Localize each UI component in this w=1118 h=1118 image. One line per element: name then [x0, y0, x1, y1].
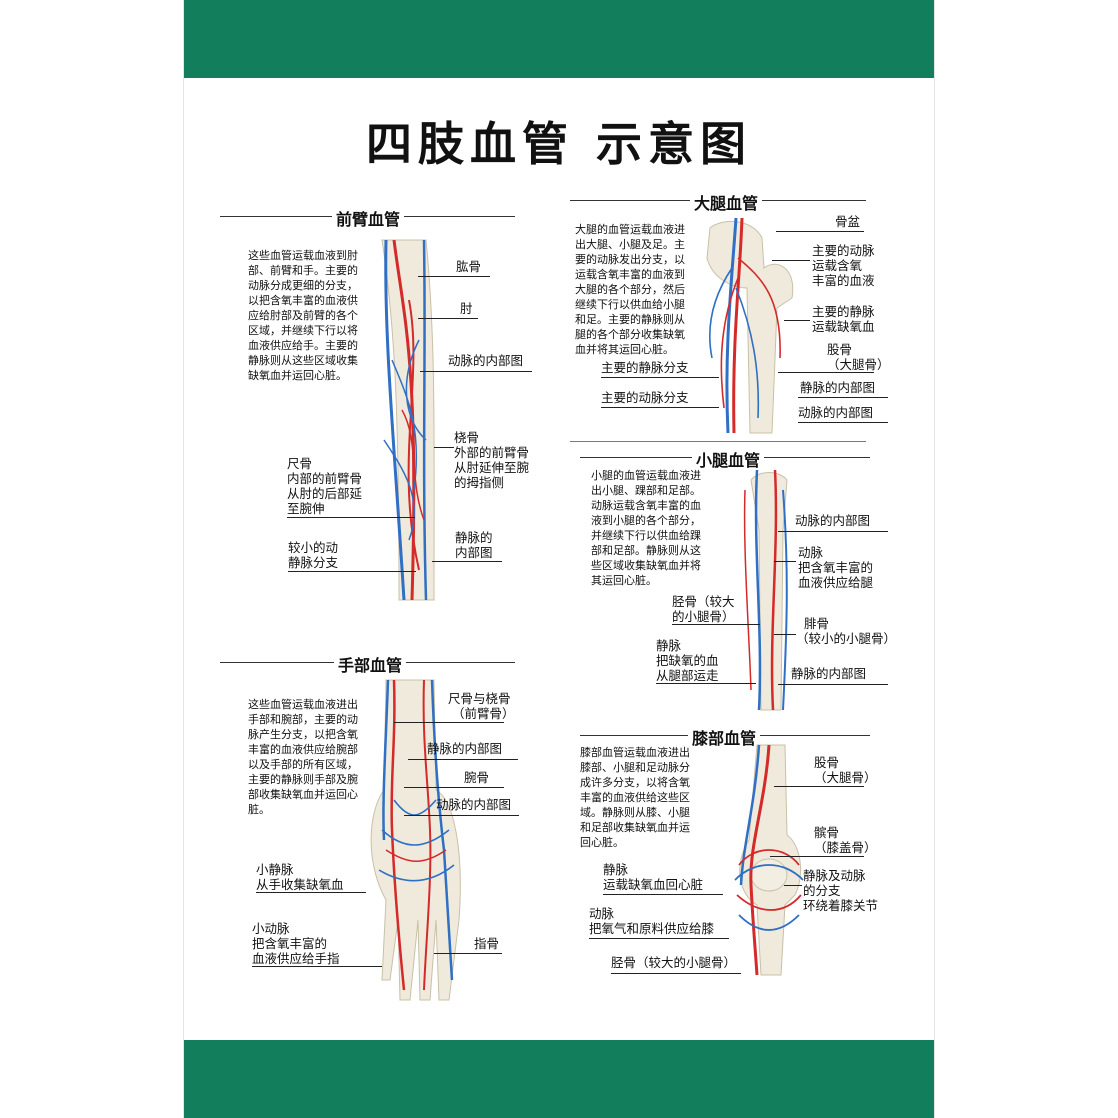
thigh-figure	[706, 217, 794, 434]
calf-leader	[778, 684, 888, 685]
knee-heading: 膝部血管	[688, 725, 761, 749]
hand-figure	[370, 679, 461, 1001]
calf-label-artery: 动脉把含氧丰富的血液供应给腿	[798, 545, 874, 590]
calf-label-artery-interior: 动脉的内部图	[795, 513, 871, 528]
knee-label-patella: 髌骨（膝盖骨）	[814, 825, 877, 855]
hand-label-carpals: 腕骨	[464, 770, 490, 785]
hand-leader	[404, 787, 504, 788]
forearm-label-small-branches: 较小的动静脉分支	[288, 540, 339, 570]
thigh-leader	[798, 397, 888, 398]
forearm-label-humerus: 肱骨	[456, 259, 482, 274]
calf-heading: 小腿血管	[692, 447, 765, 471]
forearm-leader	[288, 571, 416, 572]
hand-leader	[256, 892, 366, 893]
knee-label-artery: 动脉把氧气和原料供应给膝	[589, 906, 715, 936]
calf-label-vein-interior: 静脉的内部图	[791, 666, 867, 681]
thigh-description: 大腿的血管运载血液进出大腿、小腿及足。主要的动脉发出分支，以运载含氧丰富的血液到…	[575, 223, 685, 356]
forearm-leader	[420, 371, 532, 372]
top-band	[184, 0, 934, 78]
forearm-leader	[418, 318, 478, 319]
hand-label-small-arteries: 小动脉把含氧丰富的血液供应给手指	[252, 921, 340, 966]
knee-label-branches: 静脉及动脉的分支环绕着膝关节	[803, 868, 879, 913]
calf-leader	[656, 683, 756, 684]
hand-leader	[408, 759, 518, 760]
knee-leader	[589, 938, 729, 939]
hand-leader	[394, 722, 504, 723]
calf-leader	[774, 561, 796, 562]
hand-label-artery-interior: 动脉的内部图	[436, 797, 512, 812]
knee-figure	[734, 744, 804, 976]
thigh-label-vein-interior: 静脉的内部图	[800, 380, 876, 395]
calf-description: 小腿的血管运载血液进出小腿、踝部和足部。动脉运载含氧丰富的血液到小腿的各个部分，…	[591, 469, 701, 587]
hand-description: 这些血管运载血液进出手部和腕部，主要的动脉产生分支，以把含氧丰富的血液供应给腕部…	[248, 698, 358, 816]
knee-description: 膝部血管运载血液进出膝部、小腿和足动脉分成许多分支，以将含氧丰富的血液供给这些区…	[580, 746, 690, 849]
bottom-band	[184, 1040, 934, 1118]
forearm-figure	[381, 239, 435, 601]
calf-figure	[743, 469, 788, 711]
calf-leader	[672, 624, 760, 625]
thigh-leader	[798, 422, 888, 423]
thigh-leader	[776, 231, 864, 232]
hand-label-ulna-radius: 尺骨与桡骨 （前臂骨）	[448, 691, 515, 721]
hand-leader	[252, 966, 382, 967]
hand-leader	[434, 953, 502, 954]
forearm-heading: 前臂血管	[332, 206, 405, 230]
calf-label-vein: 静脉把缺氧的血从腿部运走	[656, 638, 719, 683]
thigh-leader	[772, 260, 810, 261]
thigh-label-femur: 股骨（大腿骨）	[827, 342, 890, 372]
forearm-leader	[418, 276, 490, 277]
hand-label-vein-interior: 静脉的内部图	[427, 741, 503, 756]
forearm-leader	[432, 561, 502, 562]
poster: 四肢血管 示意图 前臂血管 这些血管运载血液到肘部、前臂和手。主要的动脉分成更细…	[184, 0, 934, 1118]
forearm-label-artery-interior: 动脉的内部图	[448, 353, 524, 368]
hand-label-small-veins: 小静脉从手收集缺氧血	[256, 862, 344, 892]
forearm-label-ulna: 尺骨内部的前臂骨从肘的后部延至腕伸	[287, 456, 363, 516]
thigh-label-main-artery: 主要的动脉运载含氧丰富的血液	[812, 243, 875, 288]
knee-leader	[784, 885, 802, 886]
thigh-label-artery-branch: 主要的动脉分支	[601, 390, 689, 405]
calf-label-fibula: 腓骨（较小的小腿骨）	[796, 616, 897, 646]
hand-leader	[404, 815, 519, 816]
thigh-leader	[601, 377, 719, 378]
knee-leader	[603, 894, 723, 895]
calf-leader	[774, 634, 796, 635]
thigh-leader	[601, 407, 719, 408]
knee-label-femur: 股骨（大腿骨）	[814, 755, 877, 785]
forearm-leader	[287, 517, 415, 518]
thigh-label-vein-branch: 主要的静脉分支	[601, 360, 689, 375]
knee-leader	[611, 973, 741, 974]
calf-leader	[778, 531, 888, 532]
thigh-leader	[784, 320, 810, 321]
calf-label-tibia: 胫骨（较大的小腿骨）	[672, 594, 735, 624]
forearm-label-vein-interior: 静脉的内部图	[455, 530, 493, 560]
knee-leader	[774, 786, 864, 787]
forearm-description: 这些血管运载血液到肘部、前臂和手。主要的动脉分成更细的分支，以把含氧丰富的血液供…	[248, 249, 358, 382]
forearm-label-radius: 桡骨外部的前臂骨从肘延伸至腕的拇指侧	[454, 430, 530, 490]
forearm-label-elbow: 肘	[460, 301, 473, 316]
thigh-label-pelvis: 骨盆	[835, 214, 861, 229]
thigh-label-main-vein: 主要的静脉运载缺氧血	[812, 304, 875, 334]
knee-label-tibia: 胫骨（较大的小腿骨）	[611, 955, 737, 970]
hand-label-phalanges: 指骨	[474, 936, 500, 951]
knee-leader	[770, 856, 864, 857]
thigh-bottom-rule	[570, 441, 866, 442]
poster-title: 四肢血管 示意图	[365, 117, 752, 171]
hand-heading: 手部血管	[334, 652, 407, 676]
thigh-heading: 大腿血管	[690, 190, 763, 214]
thigh-leader	[778, 372, 874, 373]
thigh-label-artery-interior: 动脉的内部图	[798, 405, 874, 420]
knee-label-vein: 静脉运载缺氧血回心脏	[603, 862, 704, 892]
forearm-leader	[434, 447, 454, 448]
